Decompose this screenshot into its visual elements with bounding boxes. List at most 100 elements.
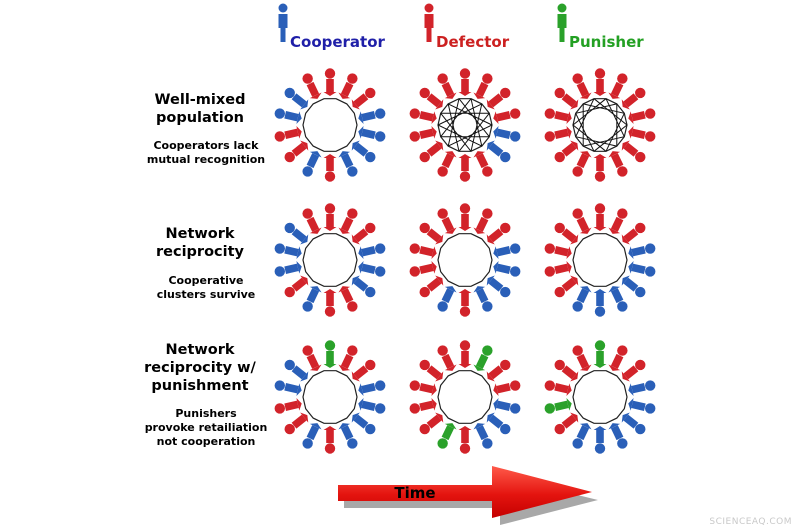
- interaction-ring: [437, 233, 493, 287]
- defector-person-icon: [458, 68, 472, 96]
- cooperator-person-icon: [284, 87, 309, 110]
- cooperator-person-icon: [358, 243, 386, 259]
- defector-person-icon: [409, 398, 437, 414]
- cooperator-person-icon: [628, 398, 656, 414]
- defector-person-icon: [323, 289, 337, 317]
- row-title-line: Network: [165, 226, 234, 242]
- row-description-line: not cooperation: [157, 435, 256, 448]
- defector-person-icon: [593, 154, 607, 182]
- defector-person-icon: [437, 73, 457, 99]
- defector-person-icon: [621, 359, 646, 382]
- defector-person-icon: [409, 126, 437, 142]
- cooperator-person-icon: [351, 275, 376, 298]
- defector-person-icon: [409, 108, 437, 124]
- row-description-line: mutual recognition: [147, 153, 265, 166]
- cooperator-person-icon: [593, 289, 607, 317]
- punisher-person-icon: [473, 345, 493, 371]
- row-label-network-reciprocity: Network reciprocity Cooperative clusters…: [156, 226, 255, 301]
- row-description-line: provoke retailiation: [145, 421, 268, 434]
- defector-person-icon: [593, 68, 607, 96]
- defector-person-icon: [458, 426, 472, 454]
- defector-person-icon: [351, 87, 376, 110]
- defector-person-icon: [302, 208, 322, 234]
- cooperator-person-icon: [274, 380, 302, 396]
- population-panel: [544, 68, 656, 182]
- cooperator-person-icon: [473, 286, 493, 312]
- row-title-line: Network: [165, 342, 234, 358]
- cooperator-person-icon: [486, 275, 511, 298]
- defector-person-icon: [323, 203, 337, 231]
- cooperator-person-icon: [351, 412, 376, 435]
- population-panel: [409, 203, 521, 317]
- defector-person-icon: [608, 73, 628, 99]
- defector-person-icon: [554, 275, 579, 298]
- cooperator-person-icon: [284, 359, 309, 382]
- cooperator-person-icon: [493, 126, 521, 142]
- legend-label-defector: Defector: [436, 33, 510, 51]
- punisher-person-icon: [544, 398, 572, 414]
- row-title-line: punishment: [151, 378, 248, 394]
- defector-person-icon: [458, 154, 472, 182]
- defector-person-icon: [284, 275, 309, 298]
- defector-person-icon: [608, 151, 628, 177]
- legend-item-cooperator: Cooperator: [278, 3, 386, 51]
- population-panel: [409, 340, 521, 454]
- cooperator-person-icon: [493, 261, 521, 277]
- defector-person-icon: [274, 126, 302, 142]
- defector-person-icon: [572, 151, 592, 177]
- defector-person-icon: [473, 208, 493, 234]
- cooperator-person-icon: [621, 275, 646, 298]
- defector-person-icon: [458, 340, 472, 368]
- interaction-ring: [302, 233, 358, 287]
- cooperator-person-icon: [486, 140, 511, 163]
- population-panel: [544, 203, 656, 317]
- cooperator-person-icon: [358, 398, 386, 414]
- defector-person-icon: [409, 261, 437, 277]
- row-title-line: population: [156, 110, 244, 126]
- population-panel: [274, 68, 386, 182]
- cooperator-person-icon: [278, 3, 288, 42]
- defector-person-icon: [608, 208, 628, 234]
- defector-person-icon: [284, 412, 309, 435]
- row-label-well-mixed: Well-mixed population Cooperators lack m…: [147, 92, 265, 166]
- cooperator-person-icon: [572, 423, 592, 449]
- defector-person-icon: [437, 208, 457, 234]
- defector-person-icon: [554, 222, 579, 245]
- cooperator-person-icon: [608, 423, 628, 449]
- cooperator-person-icon: [358, 108, 386, 124]
- cooperator-person-icon: [358, 261, 386, 277]
- defector-person-icon: [544, 108, 572, 124]
- cooperator-person-icon: [493, 243, 521, 259]
- punisher-person-icon: [437, 423, 457, 449]
- defector-person-icon: [338, 208, 358, 234]
- defector-person-icon: [323, 154, 337, 182]
- defector-person-icon: [621, 87, 646, 110]
- defector-person-icon: [554, 87, 579, 110]
- defector-person-icon: [323, 68, 337, 96]
- cooperator-person-icon: [628, 243, 656, 259]
- cooperator-person-icon: [628, 261, 656, 277]
- well-mixed-links: [437, 98, 493, 152]
- defector-person-icon: [274, 398, 302, 414]
- defector-person-icon: [544, 261, 572, 277]
- defector-person-icon: [572, 345, 592, 371]
- row-description-line: Punishers: [175, 407, 237, 420]
- cooperator-person-icon: [608, 286, 628, 312]
- defector-person-icon: [621, 222, 646, 245]
- population-panel: [274, 203, 386, 317]
- defector-person-icon: [628, 126, 656, 142]
- cooperator-person-icon: [358, 126, 386, 142]
- defector-person-icon: [486, 87, 511, 110]
- defector-person-icon: [424, 3, 434, 42]
- defector-person-icon: [437, 151, 457, 177]
- cooperator-person-icon: [302, 423, 322, 449]
- cooperator-person-icon: [621, 412, 646, 435]
- legend-label-punisher: Punisher: [569, 33, 644, 51]
- defector-person-icon: [572, 208, 592, 234]
- cooperator-person-icon: [274, 261, 302, 277]
- defector-person-icon: [486, 359, 511, 382]
- defector-person-icon: [419, 140, 444, 163]
- defector-person-icon: [338, 286, 358, 312]
- cooperator-person-icon: [351, 140, 376, 163]
